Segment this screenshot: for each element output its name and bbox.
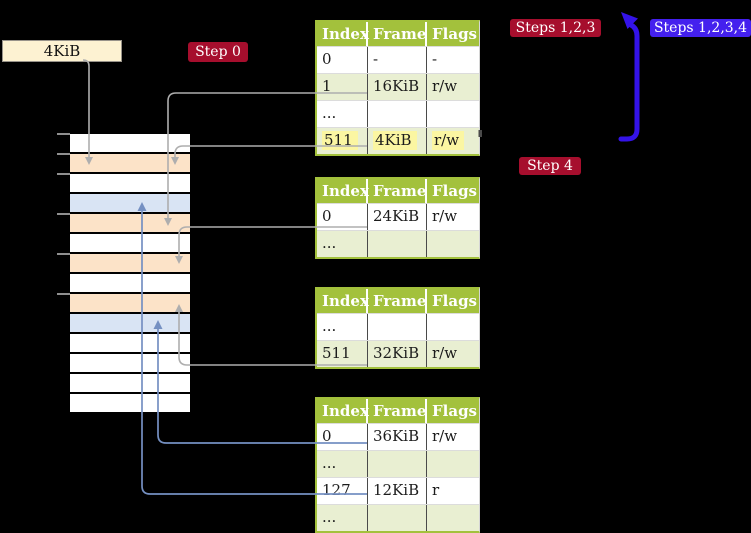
memory-frame-1-table (70, 154, 190, 172)
address-tick (57, 253, 70, 255)
table-cell: ... (317, 451, 368, 477)
table-cell: - (432, 50, 438, 68)
address-tick (57, 213, 70, 215)
table-header-cell: Frame (368, 22, 427, 46)
page-table-level-1: Index Frame Flags 0 36KiB r/w ... 127 12… (315, 397, 480, 533)
table-cell (368, 101, 427, 127)
table-row: 0 24KiB r/w (317, 203, 479, 230)
highlighted-value: 511 (322, 131, 358, 150)
table-header-row: Index Frame Flags (317, 179, 479, 203)
address-tick (57, 173, 70, 175)
table-cell: 36KiB (368, 424, 427, 450)
table-cell: 511 (317, 341, 368, 367)
table-cell (368, 314, 427, 340)
page-table-level-4: Index Frame Flags 0 - - 1 16KiB r/w ... … (315, 20, 480, 156)
memory-frame-8-table (70, 294, 190, 312)
highlighted-value: 4KiB (373, 131, 417, 150)
table-row: 511 32KiB r/w (317, 340, 479, 367)
table-header-cell: Flags (432, 25, 477, 43)
table-row: ... (317, 100, 479, 127)
table-cell: r/w (427, 128, 479, 154)
table-header-cell: Index (317, 179, 369, 203)
steps-123-badge: Steps 1,2,3 (510, 19, 601, 37)
memory-frame-0-free (70, 134, 190, 152)
table-cell (427, 505, 479, 531)
memory-frame-4-table (70, 214, 190, 232)
step-0-badge: Step 0 (188, 42, 248, 62)
table-cell: 1 (317, 74, 368, 100)
memory-frame-10-free (70, 334, 190, 352)
table-header-cell: Index (317, 289, 369, 313)
page-table-level-2: Index Frame Flags ... 511 32KiB r/w (315, 287, 480, 369)
table-header-row: Index Frame Flags (317, 399, 479, 423)
table-cell: r (432, 481, 440, 499)
table-cell: ... (317, 505, 368, 531)
memory-frame-6-table (70, 254, 190, 272)
table-row: ... (317, 504, 479, 531)
table-row: 0 36KiB r/w (317, 423, 479, 450)
table-cell: 0 (317, 204, 368, 230)
table-header-row: Index Frame Flags (317, 22, 479, 46)
table-cell: 511 (317, 128, 368, 154)
table-header-cell: Frame (368, 399, 427, 423)
table-cell: 0 (317, 424, 368, 450)
memory-frame-7-free (70, 274, 190, 292)
table-row: 127 12KiB r (317, 477, 479, 504)
highlighted-value: r/w (432, 131, 465, 150)
table-row: ... (317, 450, 479, 477)
page-table-level-3: Index Frame Flags 0 24KiB r/w ... (315, 177, 480, 259)
table-cell: 16KiB (368, 74, 427, 100)
table-cell: 24KiB (368, 204, 427, 230)
table-header-cell: Frame (368, 289, 427, 313)
table-cell (427, 231, 479, 257)
table-header-cell: Frame (368, 179, 427, 203)
table-header-cell: Flags (432, 402, 477, 420)
table-cell: r/w (432, 427, 458, 445)
table-cell (427, 451, 479, 477)
table-cell: 0 (317, 47, 368, 73)
address-tick (57, 293, 70, 295)
table-header-cell: Flags (432, 182, 477, 200)
page-size-label: 4KiB (2, 40, 122, 62)
table-row: ... (317, 230, 479, 257)
physical-memory-column (70, 134, 190, 414)
table-cell (368, 451, 427, 477)
memory-frame-13-free (70, 394, 190, 412)
table-cell: r/w (432, 207, 458, 225)
table-cell: 32KiB (368, 341, 427, 367)
memory-frame-2-free (70, 174, 190, 192)
arrowhead-upleft-icon (621, 12, 638, 29)
table-cell: - (368, 47, 427, 73)
address-tick (57, 133, 70, 135)
table-cell (427, 101, 479, 127)
table-row: 1 16KiB r/w (317, 73, 479, 100)
address-tick (57, 153, 70, 155)
memory-frame-11-free (70, 354, 190, 372)
table-row: ... (317, 313, 479, 340)
recursive-loop-arrow (618, 22, 640, 142)
table-header-cell: Flags (432, 292, 477, 310)
memory-frame-12-free (70, 374, 190, 392)
table-cell: r/w (432, 77, 458, 95)
step-4-badge: Step 4 (519, 157, 581, 175)
table-header-cell: Index (317, 399, 369, 423)
table-cell: ... (317, 101, 368, 127)
table-cell (427, 314, 479, 340)
table-cell: 4KiB (368, 128, 427, 154)
table-header-row: Index Frame Flags (317, 289, 479, 313)
table-cell (368, 231, 427, 257)
table-header-cell: Index (317, 22, 369, 46)
table-row-recursive-entry: 511 4KiB r/w (317, 127, 479, 154)
table-cell: 12KiB (368, 478, 427, 504)
table-cell: ... (317, 231, 368, 257)
memory-frame-9-page (70, 314, 190, 332)
table-cell: 127 (317, 478, 368, 504)
memory-frame-3-page (70, 194, 190, 212)
table-cell: ... (317, 314, 368, 340)
steps-1234-badge: Steps 1,2,3,4 (650, 19, 751, 37)
table-cell (368, 505, 427, 531)
table-row: 0 - - (317, 46, 479, 73)
memory-frame-5-free (70, 234, 190, 252)
table-cell: r/w (432, 344, 458, 362)
